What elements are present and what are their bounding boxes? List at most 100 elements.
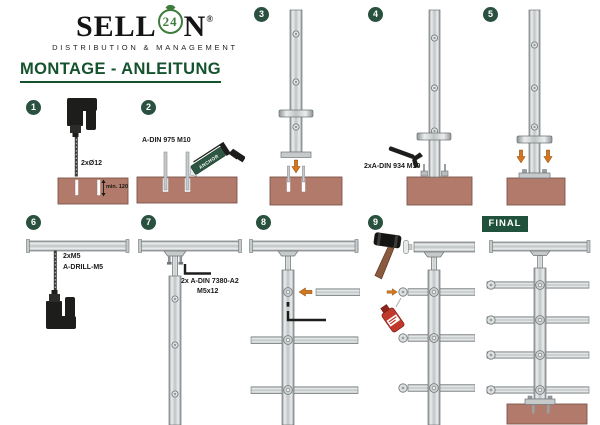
crossbar-holder bbox=[429, 383, 439, 393]
handrail-bracket bbox=[163, 250, 187, 278]
end-cap bbox=[486, 385, 496, 395]
step-6-qty-label: 2xM5 bbox=[63, 253, 81, 260]
step-5-panel: 5 bbox=[477, 0, 595, 208]
step-4-part-label: 2xA-DIN 934 M10 bbox=[364, 163, 421, 170]
step-9-illustration bbox=[368, 231, 475, 425]
crossbar-holder bbox=[283, 385, 293, 395]
step-6-illustration bbox=[26, 239, 130, 330]
step-1-panel: 1 2xØ12 min. 120 bbox=[18, 95, 130, 208]
final-illustration bbox=[486, 240, 591, 425]
concrete-block bbox=[406, 176, 473, 206]
crossbar bbox=[407, 384, 475, 392]
brand-word-end: N bbox=[183, 10, 207, 43]
post bbox=[168, 275, 182, 425]
crossbar-piece bbox=[315, 288, 360, 296]
post bbox=[278, 9, 314, 158]
arrow-right-icon bbox=[386, 288, 398, 296]
final-panel: FINAL bbox=[477, 212, 595, 425]
crossbar-holder bbox=[429, 287, 439, 297]
step-8-panel: 8 bbox=[248, 212, 360, 425]
step-1-illustration bbox=[57, 97, 129, 205]
glue-bottle-icon bbox=[380, 297, 405, 333]
post bbox=[516, 9, 553, 179]
post bbox=[524, 267, 556, 405]
step-7-badge: 7 bbox=[141, 215, 156, 230]
step-4-badge: 4 bbox=[368, 7, 383, 22]
crossbar bbox=[407, 334, 475, 342]
end-cap bbox=[486, 280, 496, 290]
concrete-block bbox=[506, 177, 566, 206]
set-screw-hole bbox=[286, 302, 290, 307]
step-4-panel: 4 2xA-DIN 934 M10 bbox=[362, 0, 475, 208]
handrail bbox=[249, 239, 359, 253]
handrail bbox=[413, 241, 475, 253]
step-2-panel: 2 ANCHOR A-DIN 975 M10 bbox=[133, 95, 245, 208]
end-cap bbox=[398, 333, 408, 343]
drill-icon bbox=[45, 250, 77, 330]
step-9-panel: 9 bbox=[362, 212, 475, 425]
step-7-size-label: M5x12 bbox=[197, 288, 219, 295]
arrow-down-icon bbox=[291, 159, 301, 174]
crossbar-holder bbox=[535, 385, 545, 395]
threaded-rods bbox=[287, 165, 306, 183]
base-plate bbox=[524, 398, 556, 405]
allen-key-icon bbox=[183, 264, 211, 275]
crossbar-holder bbox=[429, 333, 439, 343]
concrete-block bbox=[506, 403, 588, 425]
end-cap bbox=[486, 350, 496, 360]
base-plate bbox=[518, 172, 551, 179]
arrow-down-icon bbox=[516, 149, 526, 164]
threaded-rods bbox=[163, 151, 190, 191]
step-3-panel: 3 bbox=[248, 0, 360, 208]
step-7-panel: 7 2x A-DIN 7380-A2 bbox=[133, 212, 245, 425]
handrail bbox=[26, 239, 130, 253]
step-7-part-label: 2x A-DIN 7380-A2 bbox=[181, 278, 239, 285]
arrow-down-icon bbox=[543, 149, 553, 164]
drilled-hole bbox=[74, 179, 79, 196]
step-7-illustration bbox=[138, 239, 242, 425]
step-6-badge: 6 bbox=[26, 215, 41, 230]
brand-24-badge: 24 bbox=[157, 2, 183, 34]
leaf-icon bbox=[165, 2, 176, 13]
step-1-badge: 1 bbox=[26, 100, 41, 115]
post bbox=[427, 269, 441, 425]
allen-key-icon bbox=[286, 311, 326, 322]
crossbar-holder bbox=[535, 350, 545, 360]
rail-end-cap bbox=[403, 240, 413, 254]
step-6-panel: 6 2xM5 A-DRILL-M5 bbox=[18, 212, 130, 425]
flange-cover bbox=[416, 132, 452, 141]
step-9-badge: 9 bbox=[368, 215, 383, 230]
handrail bbox=[138, 239, 242, 253]
page-title: MONTAGE - ANLEITUNG bbox=[20, 60, 221, 83]
bracket-screw bbox=[168, 256, 171, 263]
handrail-bracket bbox=[423, 251, 445, 272]
end-cap bbox=[486, 315, 496, 325]
crossbar-holder bbox=[283, 335, 293, 345]
step-8-badge: 8 bbox=[256, 215, 271, 230]
crossbar-holder bbox=[283, 287, 293, 297]
brand-tagline: DISTRIBUTION & MANAGEMENT bbox=[52, 43, 238, 52]
step-2-badge: 2 bbox=[141, 100, 156, 115]
post bbox=[281, 269, 295, 425]
handrail-bracket bbox=[529, 250, 551, 270]
concrete-block bbox=[269, 176, 343, 206]
step-1-drill-label: 2xØ12 bbox=[81, 160, 103, 167]
crossbar bbox=[250, 336, 359, 344]
drilled-hole bbox=[96, 179, 101, 196]
step-8-illustration bbox=[249, 239, 360, 425]
post bbox=[416, 9, 452, 178]
handrail-bracket bbox=[277, 250, 299, 272]
depth-arrow-icon bbox=[101, 179, 106, 197]
anchor-nuts bbox=[420, 164, 449, 177]
end-cap bbox=[398, 383, 408, 393]
arrow-left-icon bbox=[298, 287, 313, 297]
end-cap bbox=[398, 287, 408, 297]
step-5-badge: 5 bbox=[483, 7, 498, 22]
step-2-part-label: A-DIN 975 M10 bbox=[142, 137, 191, 144]
flange-cover bbox=[516, 135, 553, 144]
concrete-block bbox=[57, 177, 129, 205]
step-3-badge: 3 bbox=[254, 7, 269, 22]
step-1-depth-label: min. 120 bbox=[106, 184, 129, 190]
